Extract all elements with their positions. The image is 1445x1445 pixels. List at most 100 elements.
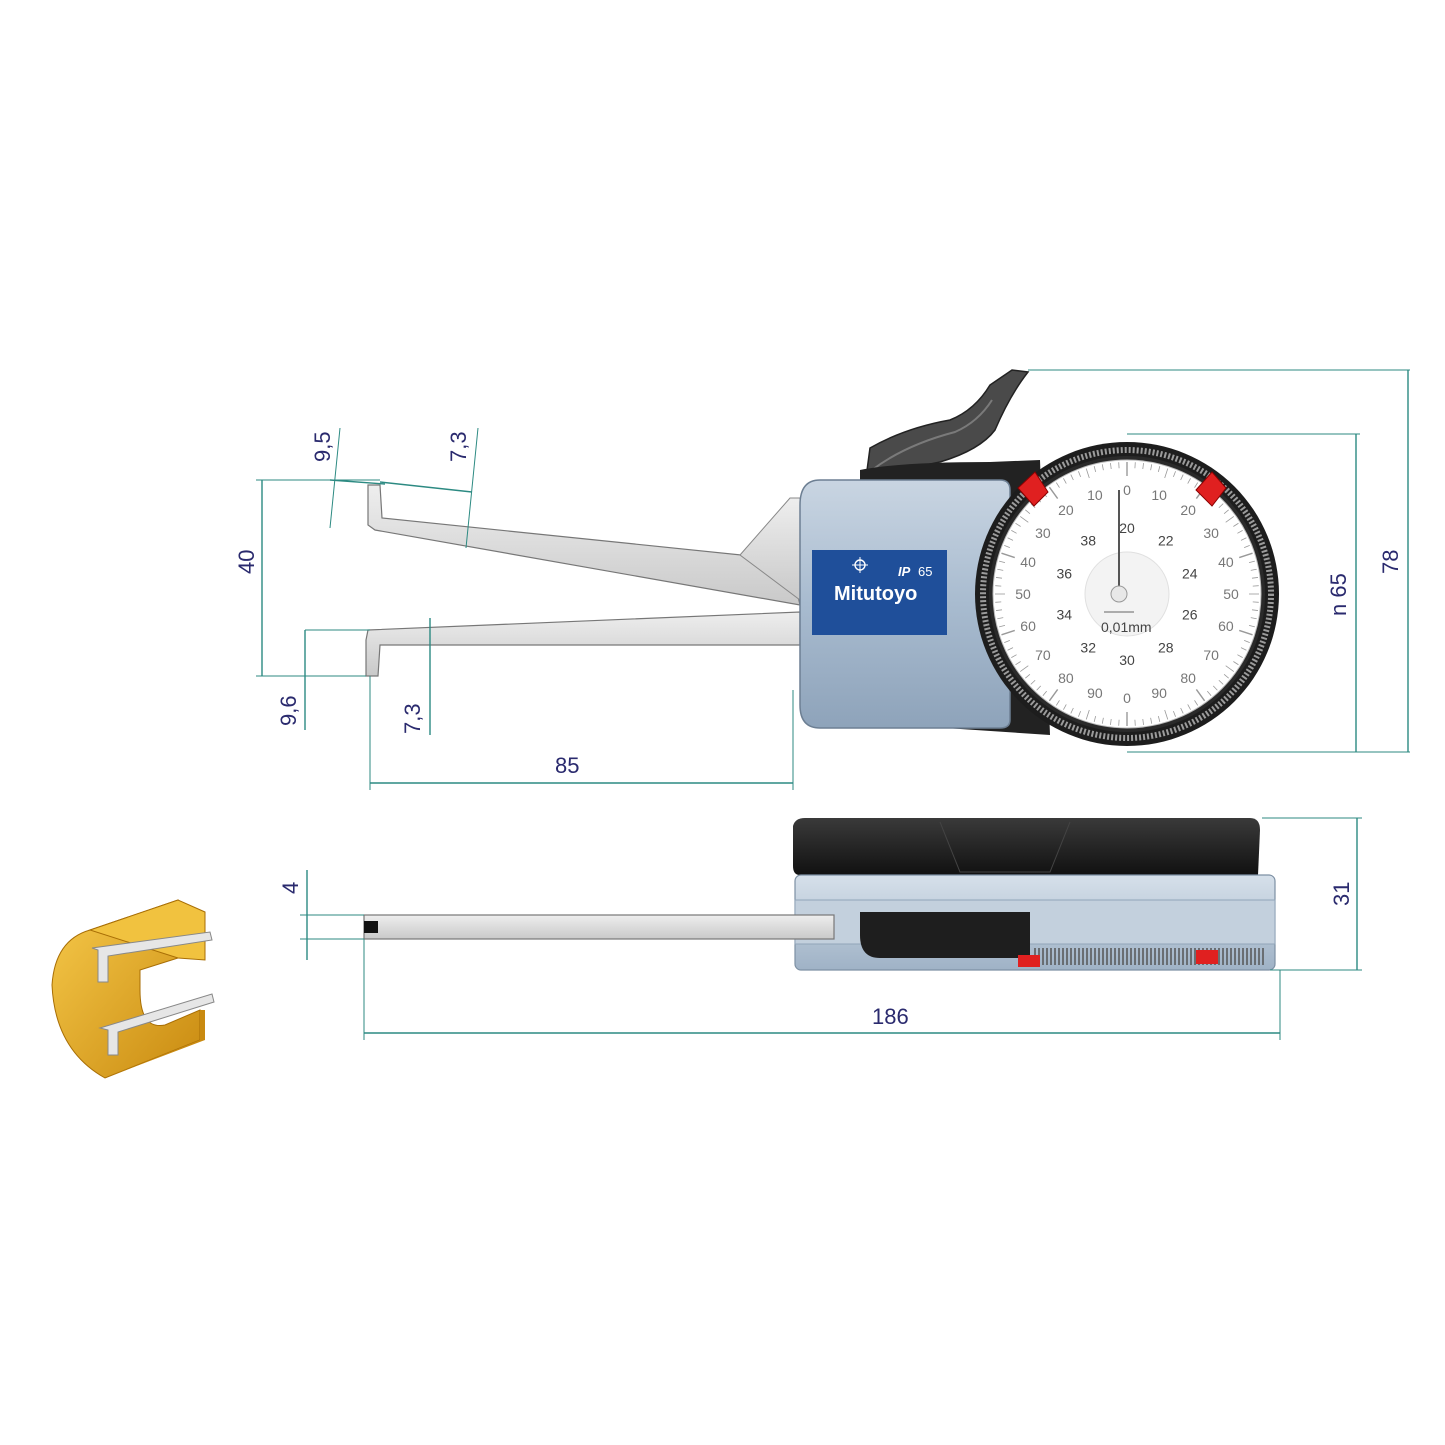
dial-outer-label: 30 (1203, 525, 1219, 541)
dial-tick (1225, 665, 1235, 672)
dial-tick (1237, 530, 1243, 534)
dial-tick (1030, 503, 1036, 509)
dimension-labels: 9,5 7,3 40 9,6 7,3 85 n 65 78 31 4 186 (234, 431, 1403, 1029)
dim-tip-lower-offset: 9,6 (276, 695, 301, 726)
dial-tick (1042, 690, 1047, 696)
dial-tick (1085, 468, 1090, 479)
dial-tick (1025, 674, 1031, 679)
dial-tick (1101, 464, 1104, 471)
dial-outer-label: 90 (1087, 685, 1103, 701)
dial-outer-label: 80 (1180, 670, 1196, 686)
dial-inner-label: 32 (1080, 639, 1096, 655)
needle-hub (1110, 585, 1128, 603)
dial-tick (1142, 462, 1144, 470)
dim-arm-thickness: 4 (278, 882, 303, 894)
dial-tick (1244, 545, 1250, 548)
dial-outer-label: 0 (1123, 482, 1131, 498)
dial-tick (1218, 503, 1224, 509)
dial-tick (1180, 474, 1184, 481)
dial-tick (1164, 709, 1169, 720)
dial-tick (1173, 711, 1176, 717)
dial-tick (1110, 718, 1112, 726)
dial-tick (997, 568, 1004, 571)
dial-outer-label: 50 (1015, 586, 1031, 602)
dial-tick (1251, 609, 1259, 611)
dial-tick (995, 609, 1003, 611)
side-lever (860, 912, 1030, 958)
dial-tick (1180, 707, 1184, 714)
dial-ticks (995, 462, 1259, 726)
dial-tick (1212, 685, 1218, 691)
dial-inner-label: 34 (1056, 606, 1072, 622)
dim-total-height: 78 (1378, 550, 1403, 574)
dial-tick (1063, 704, 1067, 710)
dial-tick (1157, 466, 1161, 473)
dial-tick (1194, 482, 1199, 488)
dim-tip-upper-depth: 7,3 (446, 431, 471, 462)
dial-tick (999, 560, 1006, 564)
dim-total-length: 186 (872, 1004, 909, 1029)
dial-outer-label: 70 (1035, 647, 1051, 663)
dial-outer-label: 90 (1151, 685, 1167, 701)
dial-tick (1007, 647, 1014, 651)
bezel-knurl[interactable] (1034, 948, 1264, 965)
side-marker-right (1196, 950, 1218, 964)
dial-inner-label: 36 (1056, 566, 1072, 582)
dial-tick (1085, 709, 1090, 720)
dial-tick (1248, 624, 1255, 628)
dial-tick (995, 577, 1003, 579)
dim-tip-lower-depth: 7,3 (400, 703, 425, 734)
brand-logo: Mitutoyo (834, 583, 917, 605)
dial-inner-label: 22 (1158, 533, 1174, 549)
dial-inner-label: 26 (1182, 606, 1198, 622)
dial-tick (1001, 552, 1015, 559)
dial-tick (1019, 516, 1029, 523)
dial-tick (1237, 654, 1243, 658)
dim-dial-diameter: n 65 (1326, 573, 1351, 616)
dial-tick (1030, 679, 1036, 685)
dial-tick (1187, 478, 1191, 484)
dial-tick (1150, 717, 1153, 724)
dial-inner-label: 38 (1080, 533, 1096, 549)
crosshair-icon (852, 557, 868, 573)
dial-tick (1078, 711, 1081, 717)
lever-trigger[interactable] (865, 369, 1030, 479)
upper-arm (367, 484, 801, 606)
dial-tick (1250, 568, 1257, 571)
side-arm (363, 914, 835, 940)
dial-tick (1218, 679, 1224, 685)
tolerance-marker-left[interactable] (1017, 471, 1049, 507)
dial-tick (1240, 647, 1247, 651)
dial-tick (1063, 478, 1067, 484)
dial-tick (1011, 654, 1017, 658)
dial-tick (1223, 509, 1229, 514)
lower-arm (365, 611, 801, 677)
dial-tick (1164, 468, 1169, 479)
dial-tick (1225, 516, 1235, 523)
dial-tick (1055, 700, 1060, 706)
dial-tick (1101, 717, 1104, 724)
dial-tick (1070, 707, 1074, 714)
dial-outer-label: 60 (1218, 618, 1234, 634)
dial-tick (1004, 640, 1010, 643)
ip-rating: 65 (918, 564, 932, 579)
dial-tick (1244, 640, 1250, 643)
dial-tick (1093, 715, 1097, 722)
dim-jaw-gap: 40 (234, 550, 259, 574)
dial-inner-label: 20 (1119, 520, 1135, 536)
tolerance-marker-right[interactable] (1195, 471, 1227, 507)
dial-tick (1078, 471, 1081, 477)
dial-tick (1142, 718, 1144, 726)
dial-outer-label: 0 (1123, 690, 1131, 706)
dimension-lines (256, 369, 1410, 1040)
dial-tick (1007, 537, 1014, 541)
dial-tick (1187, 704, 1191, 710)
side-view (363, 818, 1276, 971)
side-marker-left (1018, 955, 1040, 967)
side-top-cover (793, 818, 1260, 875)
dial-tick (1004, 545, 1010, 548)
dial-tick (1036, 685, 1042, 691)
dial-tick (1194, 700, 1199, 706)
